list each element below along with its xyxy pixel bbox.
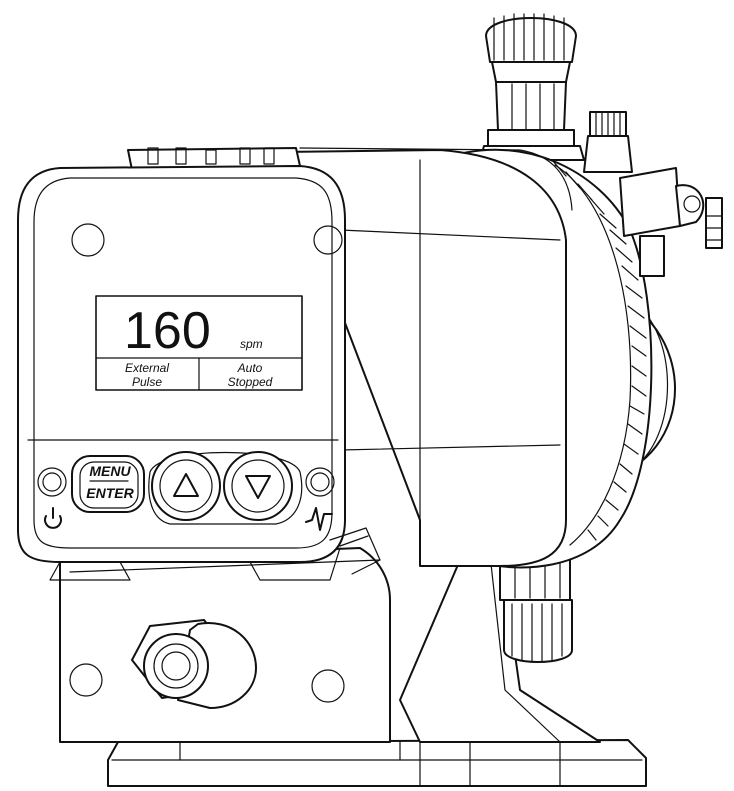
status-left-line2: Pulse [132, 375, 162, 389]
down-button[interactable] [223, 451, 293, 521]
lcd-display: 160 spm External Pulse Auto Stopped [95, 295, 303, 391]
panel-latch [329, 527, 381, 575]
motor-housing [279, 147, 573, 567]
power-icon [44, 507, 62, 529]
rate-value: 160 [124, 302, 211, 360]
outlet-fitting [583, 111, 723, 277]
base-plate [107, 739, 647, 787]
pulse-signal-icon [305, 507, 333, 531]
rate-unit: spm [240, 337, 263, 351]
status-right-line1: Auto [237, 361, 263, 375]
arrow-down-icon [245, 475, 271, 499]
enter-label: ENTER [86, 485, 134, 501]
cable-gland [131, 619, 257, 709]
status-left-line1: External [125, 361, 169, 375]
discharge-valve [479, 13, 585, 161]
status-right-line2: Stopped [228, 375, 273, 389]
keypad: MENU ENTER [37, 451, 335, 531]
menu-enter-button[interactable]: MENU ENTER [71, 455, 145, 513]
menu-label: MENU [89, 463, 131, 479]
power-led [37, 467, 67, 497]
arrow-up-icon [173, 473, 199, 497]
up-button[interactable] [151, 451, 221, 521]
pulse-led [305, 467, 335, 497]
